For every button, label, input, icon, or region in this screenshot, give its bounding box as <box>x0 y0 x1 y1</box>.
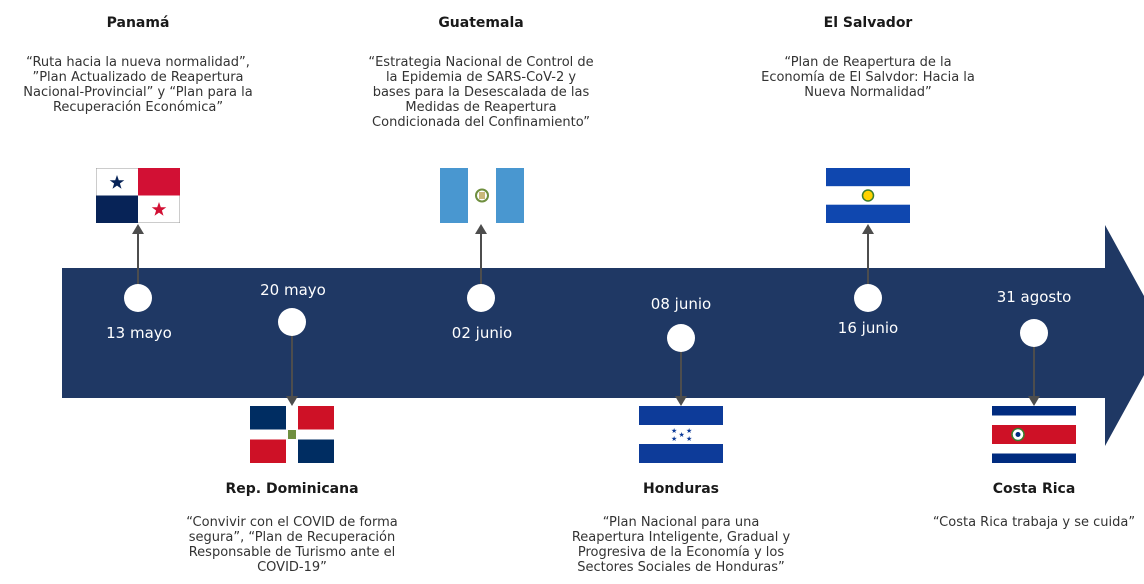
svg-text:★: ★ <box>679 431 685 439</box>
timeline-dot-dominican-republic <box>278 308 306 336</box>
country-panama: Panamá <box>106 15 170 31</box>
connector-arrowhead-dominican-republic <box>286 396 298 406</box>
date-honduras: 08 junio <box>650 295 712 313</box>
plan-guatemala: “Estrategia Nacional de Control de la Ep… <box>368 55 594 130</box>
coat-of-arms-icon <box>861 189 875 202</box>
connector-arrowhead-guatemala <box>475 224 487 234</box>
five-stars-icon: ★★ ★ ★★ <box>671 427 692 443</box>
country-el-salvador: El Salvador <box>823 15 913 31</box>
panama-flag <box>96 168 180 223</box>
connector-arrowhead-panama <box>132 224 144 234</box>
timeline-dot-guatemala <box>467 284 495 312</box>
timeline-arrow <box>62 225 1144 446</box>
svg-text:★: ★ <box>686 435 692 443</box>
date-el-salvador: 16 junio <box>837 319 899 337</box>
plan-costa-rica: “Costa Rica trabaja y se cuida” <box>932 515 1136 530</box>
connector-arrowhead-costa-rica <box>1028 396 1040 406</box>
timeline-dot-panama <box>124 284 152 312</box>
timeline-dot-costa-rica <box>1020 319 1048 347</box>
dominican-republic-flag <box>250 406 334 463</box>
costa-rica-flag <box>992 406 1076 463</box>
date-guatemala: 02 junio <box>451 324 513 342</box>
country-dominican-republic: Rep. Dominicana <box>225 481 359 497</box>
svg-text:★: ★ <box>686 427 692 435</box>
timeline-dot-honduras <box>667 324 695 352</box>
honduras-flag: ★★ ★ ★★ <box>639 406 723 463</box>
country-guatemala: Guatemala <box>438 15 524 31</box>
svg-text:★: ★ <box>671 427 677 435</box>
coat-of-arms-icon <box>475 188 489 203</box>
connector-arrowhead-honduras <box>675 396 687 406</box>
country-honduras: Honduras <box>643 481 719 497</box>
plan-dominican-republic: “Convivir con el COVID de forma segura”,… <box>186 515 398 575</box>
red-star-icon <box>151 202 167 216</box>
date-dominican-republic: 20 mayo <box>260 281 326 299</box>
blue-star-icon <box>109 175 125 189</box>
el-salvador-flag <box>826 168 910 223</box>
coat-of-arms-icon <box>288 430 296 439</box>
date-costa-rica: 31 agosto <box>996 288 1072 306</box>
country-costa-rica: Costa Rica <box>992 481 1076 497</box>
plan-honduras: “Plan Nacional para una Reapertura Intel… <box>571 515 791 575</box>
connector-arrowhead-el-salvador <box>862 224 874 234</box>
svg-text:★: ★ <box>671 435 677 443</box>
date-panama: 13 mayo <box>106 324 172 342</box>
plan-panama: “Ruta hacia la nueva normalidad”, ”Plan … <box>23 55 253 115</box>
guatemala-flag <box>440 168 524 223</box>
timeline-dot-el-salvador <box>854 284 882 312</box>
plan-el-salvador: “Plan de Reapertura de la Economía de El… <box>761 55 975 100</box>
